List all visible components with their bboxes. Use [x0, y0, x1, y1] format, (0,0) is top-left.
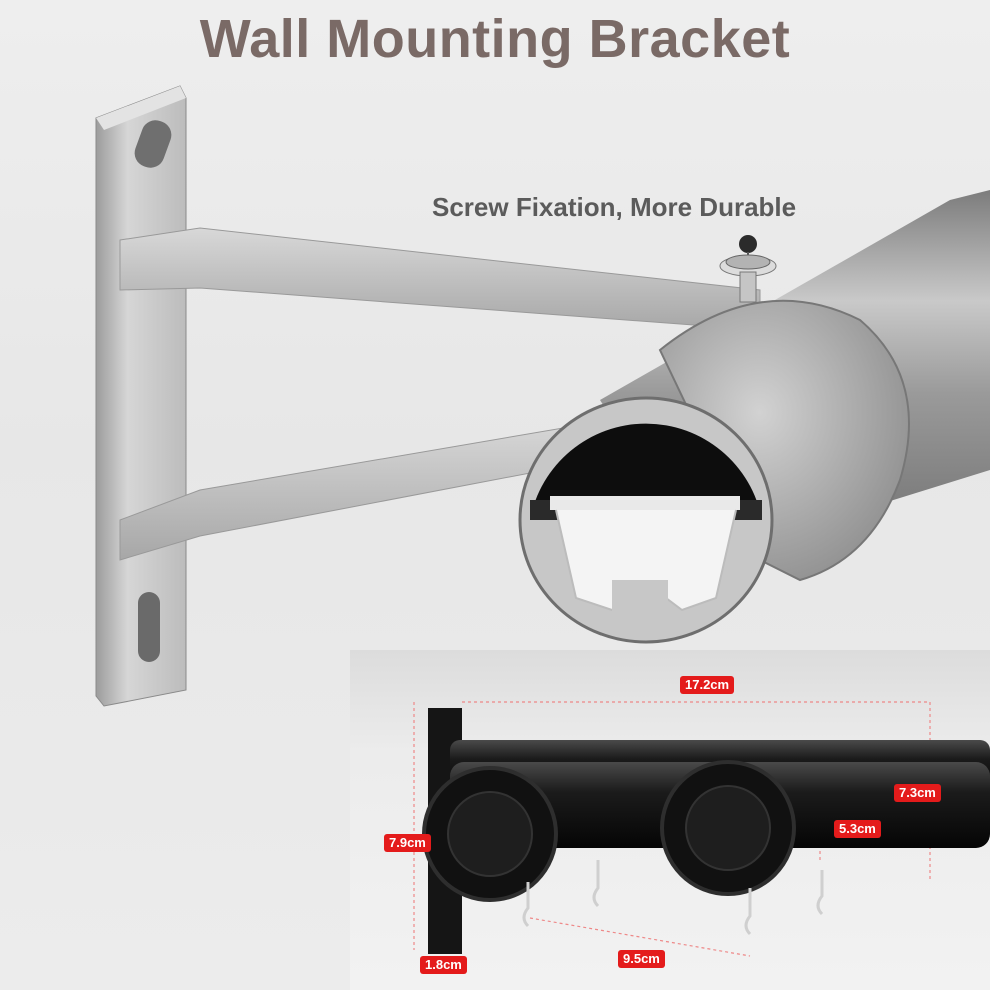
label-bracket-height: 7.9cm: [384, 834, 431, 852]
callout-text: Screw Fixation, More Durable: [432, 192, 797, 222]
label-width-total: 17.2cm: [680, 676, 735, 694]
mounting-slot-bottom: [138, 592, 160, 662]
end-cap-left: [422, 766, 558, 902]
label-rod-gap-inner: 5.3cm: [834, 820, 881, 838]
curtain-hooks: [522, 860, 824, 936]
label-rod-spacing: 9.5cm: [618, 950, 665, 968]
bracket-collar: [658, 299, 910, 582]
end-cap-right: [660, 760, 796, 896]
dimension-inset: 17.2cm 7.9cm 7.3cm 5.3cm 1.8cm 9.5cm: [350, 650, 990, 990]
mounting-slot-top: [134, 120, 172, 168]
screw-icon: [719, 235, 777, 303]
wall-plate: [95, 85, 187, 707]
upper-arm: [119, 227, 761, 331]
page-title: Wall Mounting Bracket: [199, 9, 791, 69]
label-plate-thickness: 1.8cm: [420, 956, 467, 974]
black-rod-illustration: [413, 701, 990, 957]
label-rod-gap-outer: 7.3cm: [894, 784, 941, 802]
rod-cross-section: [518, 396, 774, 644]
